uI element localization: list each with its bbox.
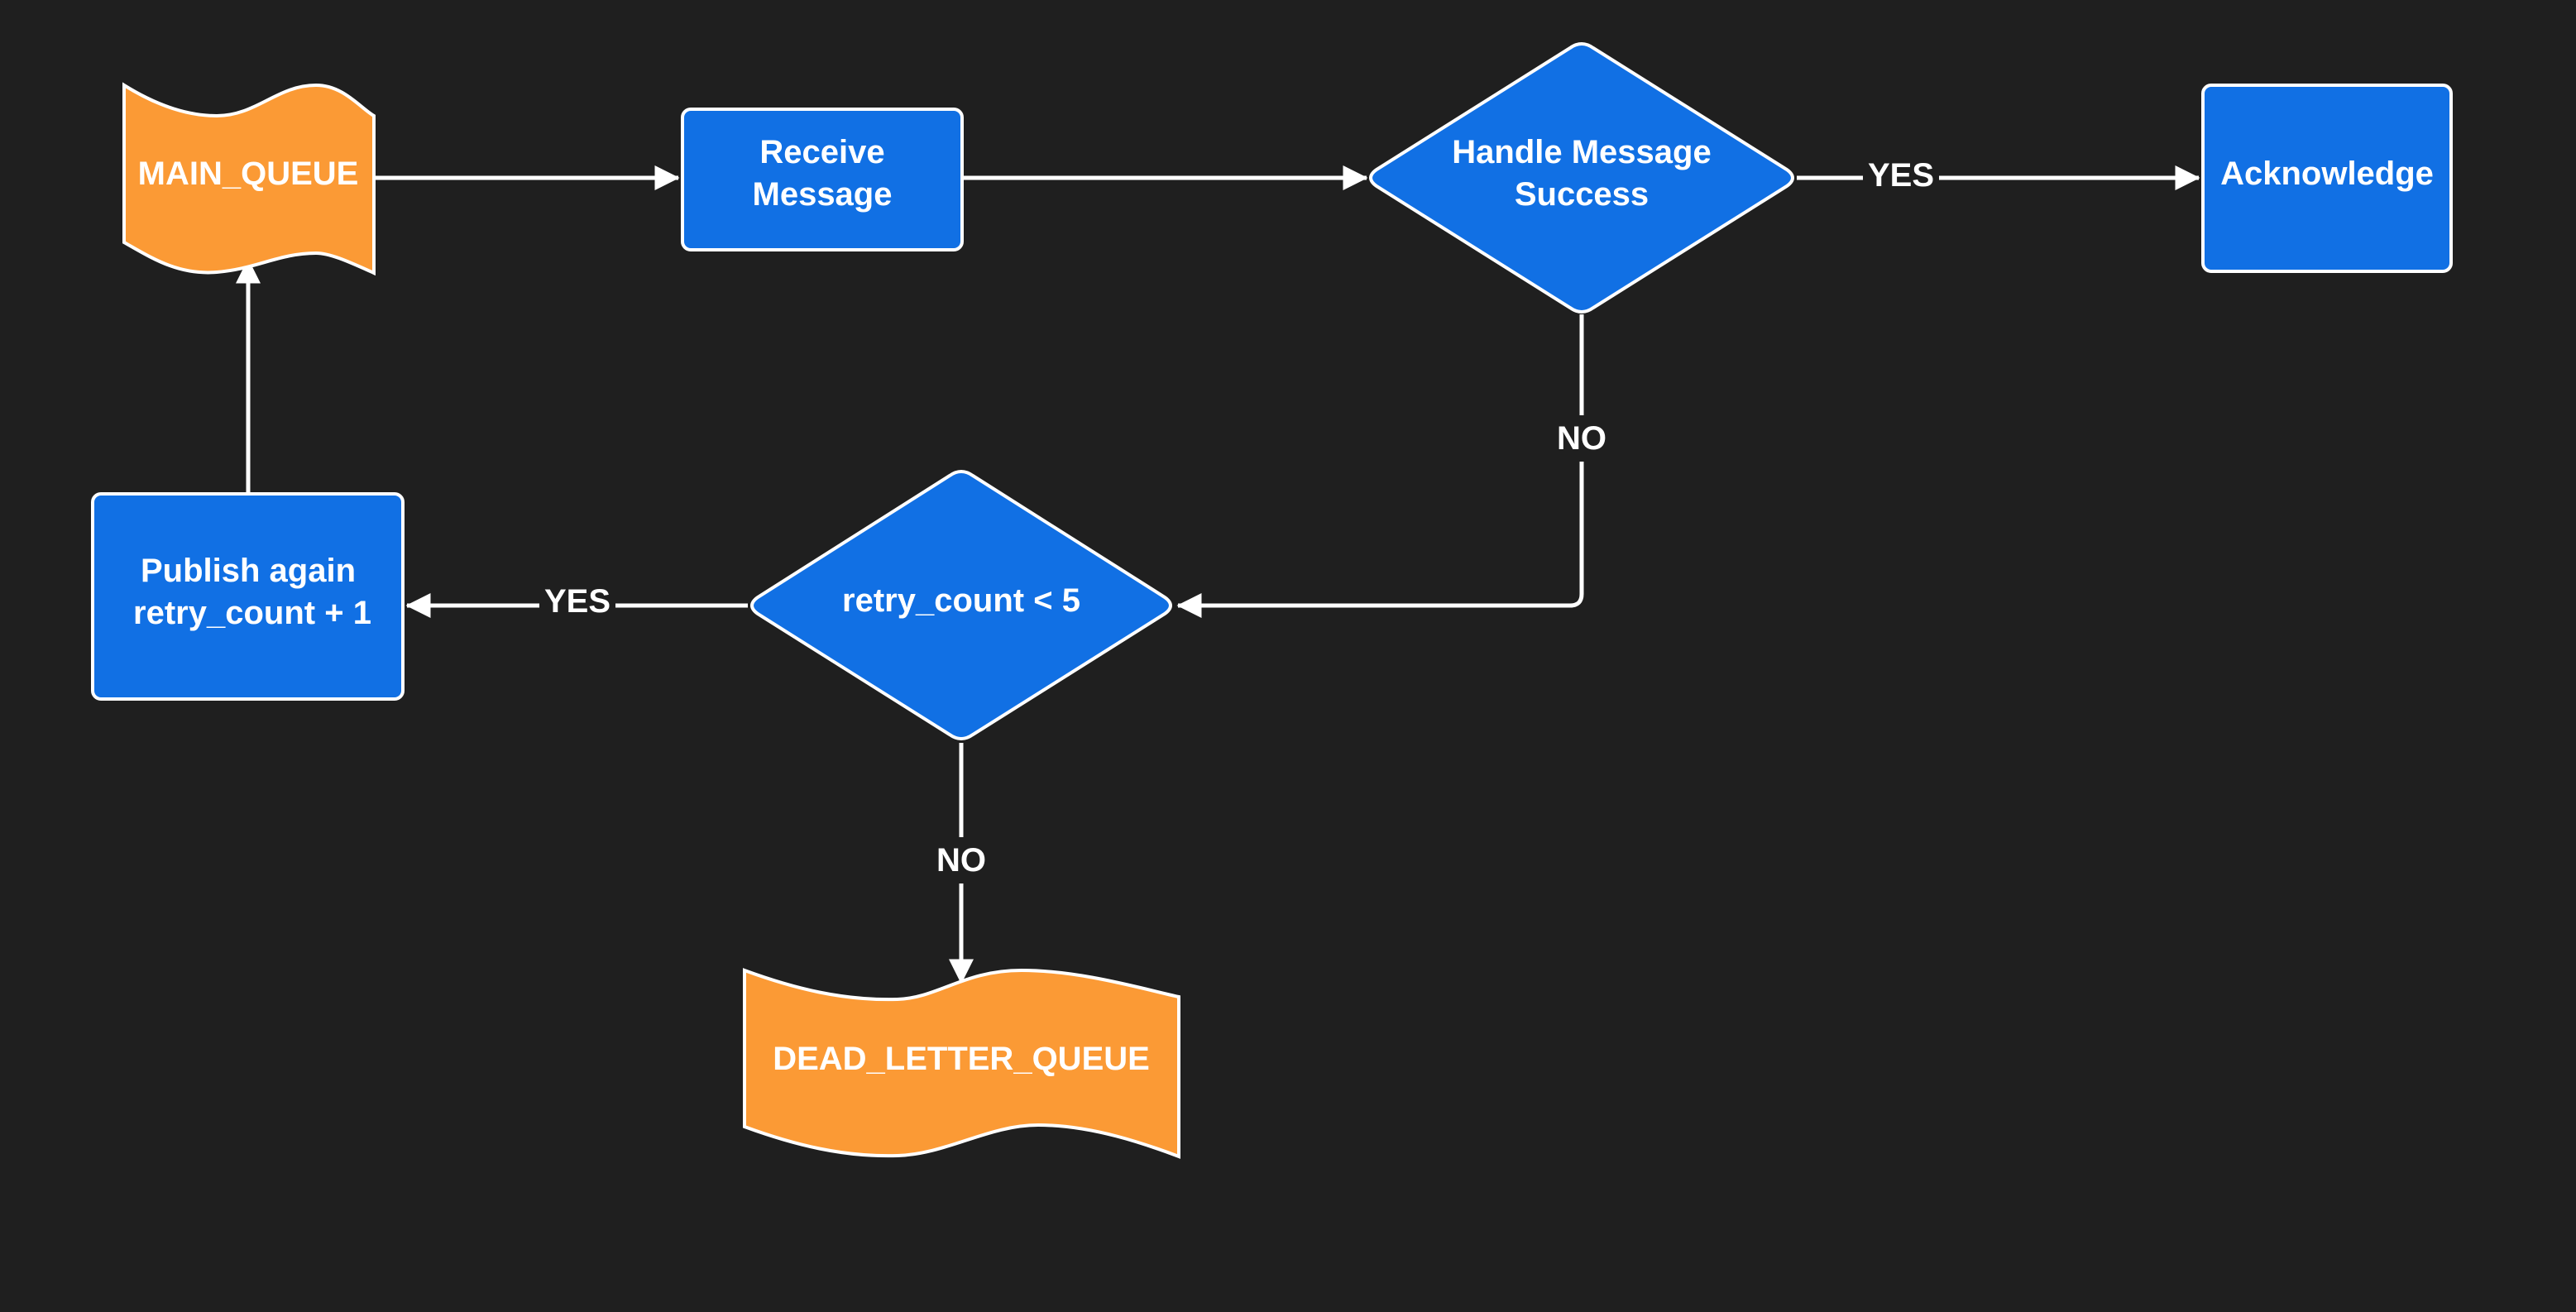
node-retry-count-check[interactable]: retry_count < 5 <box>750 470 1172 740</box>
publish-again-label-line2: retry_count + 1 <box>133 595 371 631</box>
dead-letter-queue-shape <box>743 968 1180 1159</box>
node-publish-again[interactable]: Publish again retry_count + 1 <box>91 492 405 701</box>
receive-message-label-line1: Receive <box>759 134 884 170</box>
handle-message-success-shape <box>1369 42 1794 314</box>
edge-label-yes-publish: YES <box>539 579 615 625</box>
acknowledge-shape <box>2201 84 2453 273</box>
main-queue-label: MAIN_QUEUE <box>138 156 359 192</box>
edge-label-no-retry: NO <box>928 837 994 883</box>
edge-label-no-retry-text: NO <box>936 842 986 879</box>
handle-message-success-label-line1: Handle Message <box>1452 134 1711 170</box>
acknowledge-label: Acknowledge <box>2220 156 2434 192</box>
node-main-queue[interactable]: MAIN_QUEUE <box>122 82 376 276</box>
node-acknowledge[interactable]: Acknowledge <box>2201 84 2453 273</box>
publish-again-shape <box>91 492 405 701</box>
node-dead-letter-queue[interactable]: DEAD_LETTER_QUEUE <box>743 968 1180 1159</box>
edge-label-no-handle: NO <box>1549 415 1615 462</box>
receive-message-label-line2: Message <box>753 176 893 213</box>
publish-again-label-line1: Publish again <box>141 553 356 589</box>
edge-label-no-handle-text: NO <box>1557 420 1606 457</box>
main-queue-shape <box>122 82 376 276</box>
node-handle-message-success[interactable]: Handle Message Success <box>1369 42 1794 314</box>
retry-count-check-shape <box>750 470 1172 740</box>
receive-message-shape <box>681 108 964 251</box>
retry-count-check-label: retry_count < 5 <box>842 582 1080 619</box>
edge-label-yes-acknowledge-text: YES <box>1868 157 1934 194</box>
edge-handle-to-retry <box>1176 314 1584 618</box>
dead-letter-queue-label: DEAD_LETTER_QUEUE <box>773 1041 1150 1077</box>
node-receive-message[interactable]: Receive Message <box>681 108 964 251</box>
edge-label-yes-acknowledge: YES <box>1863 152 1939 199</box>
edge-label-yes-publish-text: YES <box>544 583 610 620</box>
handle-message-success-label-line2: Success <box>1515 176 1649 213</box>
